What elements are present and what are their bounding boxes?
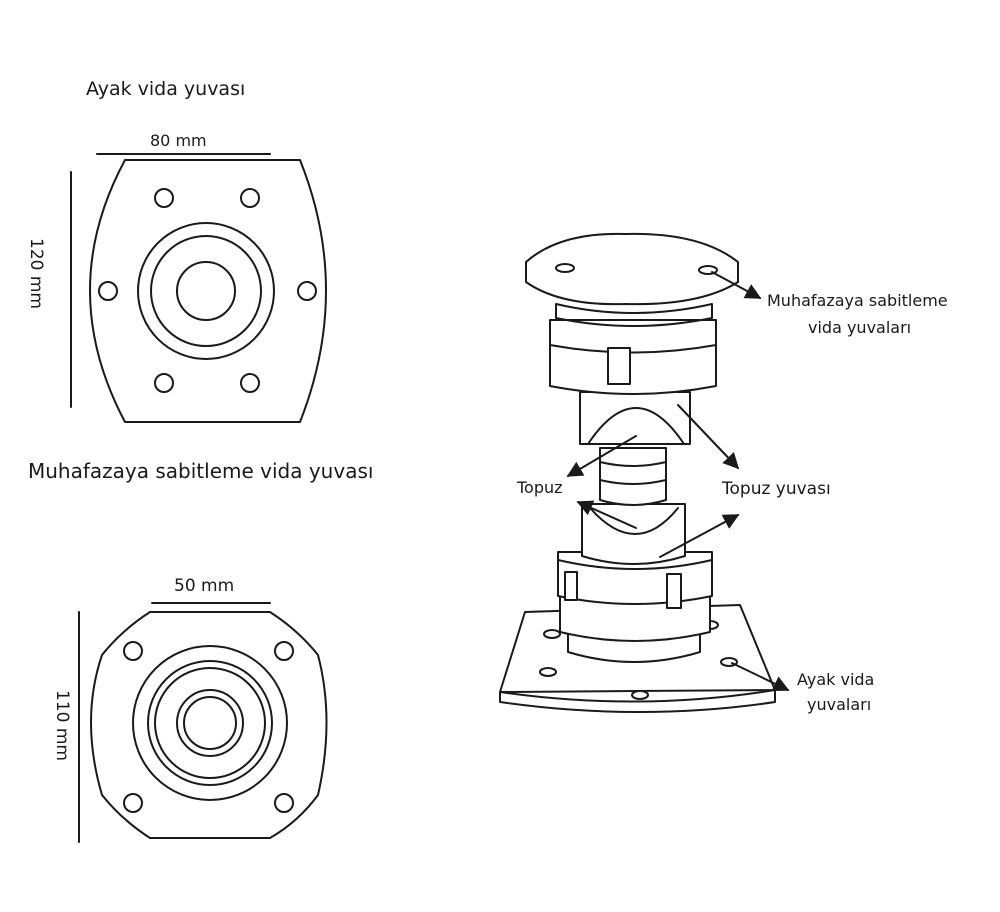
foot-plate-width-label: 80 mm — [150, 131, 207, 150]
callout-ball: Topuz — [517, 478, 563, 497]
mount-plate-title: Muhafazaya sabitleme vida yuvası — [28, 459, 374, 483]
mount-plate-width-label: 50 mm — [174, 576, 235, 596]
callout-foot-holes-line1: Ayak vida — [797, 670, 875, 689]
mount-plate-drawing — [78, 602, 328, 843]
callout-mount-holes-line1: Muhafazaya sabitleme — [767, 291, 948, 310]
mount-plate-height-label: 110 mm — [52, 690, 72, 761]
callout-mount-holes-line2: vida yuvaları — [808, 318, 912, 337]
callout-ball-socket: Topuz yuvası — [722, 479, 831, 499]
callout-foot-holes-line2: yuvaları — [807, 695, 872, 714]
assembly-drawing — [499, 232, 790, 713]
foot-plate-title: Ayak vida yuvası — [86, 78, 246, 100]
foot-plate-drawing — [70, 153, 327, 423]
foot-plate-height-label: 120 mm — [26, 238, 46, 309]
